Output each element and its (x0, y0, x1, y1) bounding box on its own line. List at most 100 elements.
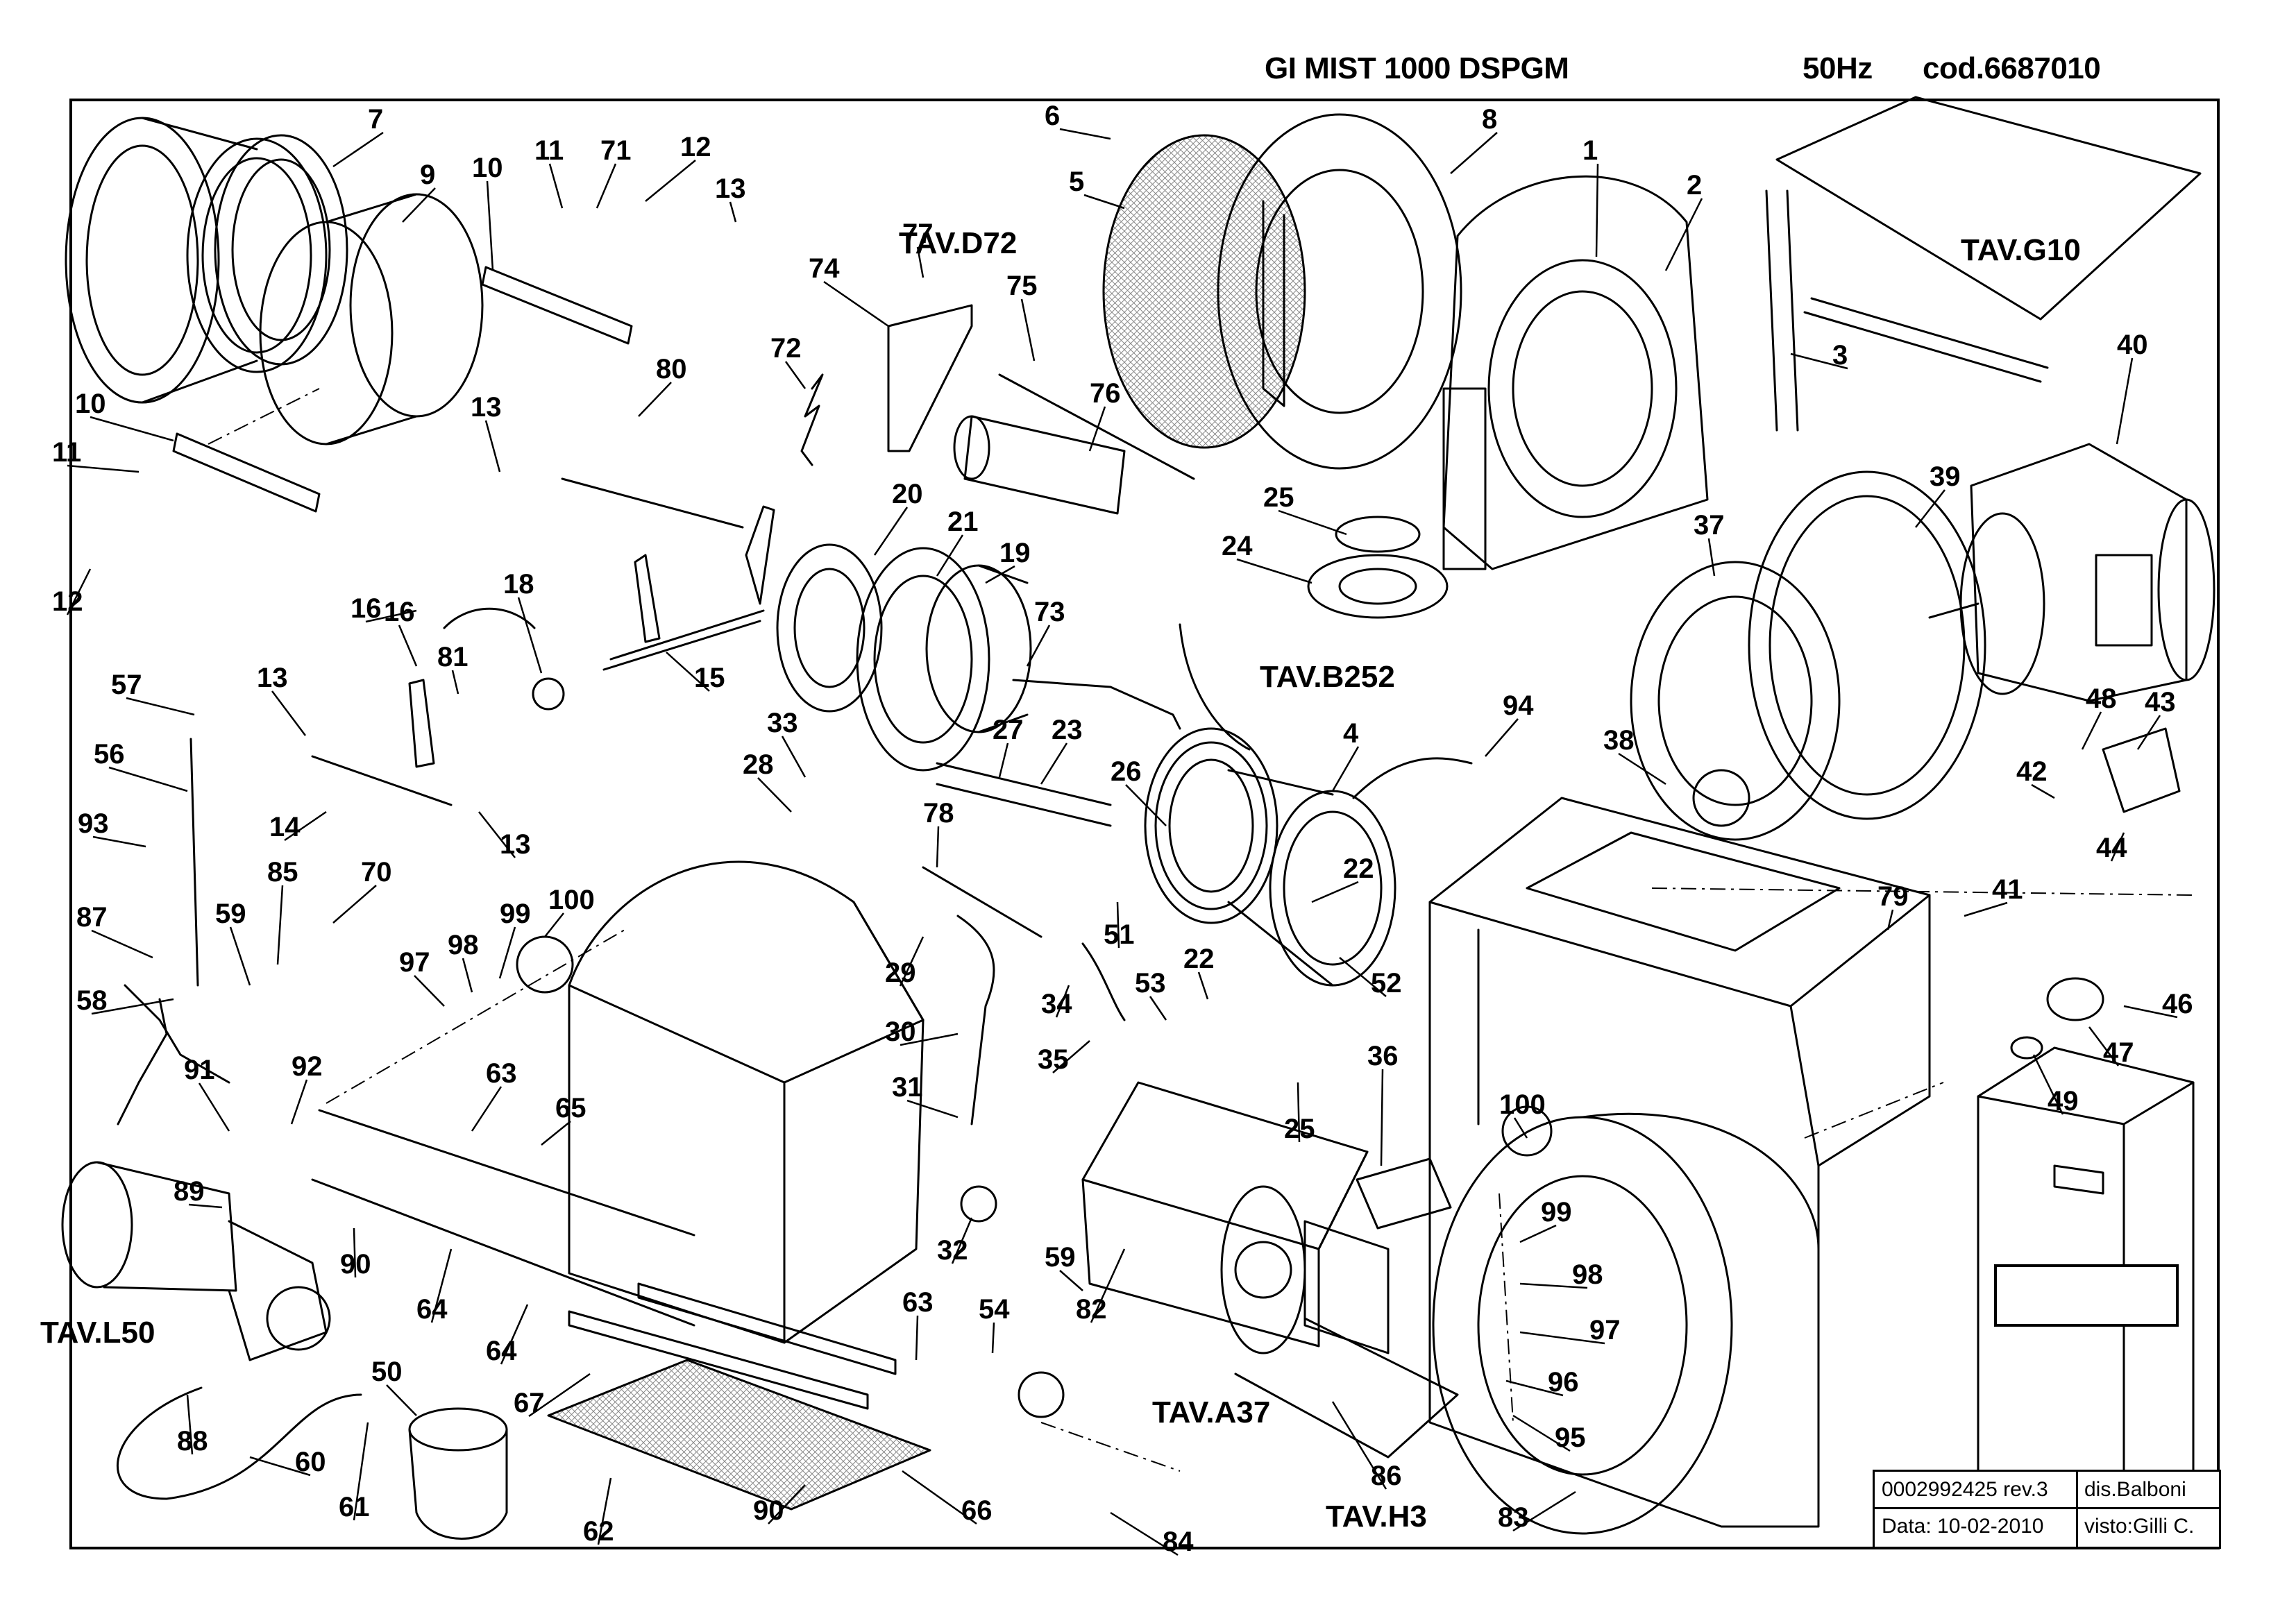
part-number-label: 43 (2145, 687, 2176, 717)
lever-part-16b (634, 554, 661, 643)
leader-line (1040, 742, 1068, 785)
disc-part-20 (776, 543, 883, 713)
rod-part-3 (1765, 189, 1799, 432)
leader-line (402, 187, 436, 223)
leader-line (2123, 1005, 2178, 1019)
leader-line (500, 1304, 529, 1365)
part-number-label: 63 (486, 1058, 517, 1089)
leader-line (91, 929, 153, 959)
main-housing (1428, 797, 1931, 1528)
leader-line (276, 885, 284, 965)
hose-part-76b (1179, 623, 1251, 751)
cover-hood (568, 860, 925, 1344)
part-number-label: 56 (94, 739, 125, 770)
leader-line (126, 697, 195, 716)
part-number-label: 30 (885, 1017, 916, 1047)
hose-part-35 (1081, 942, 1126, 1021)
leader-line (414, 975, 445, 1007)
part-number-label: 40 (2117, 330, 2148, 360)
product-code: cod.6687010 (1923, 51, 2101, 85)
rail-part-67 (568, 1310, 869, 1410)
pressure-gauge-part-100b (1501, 1105, 1553, 1157)
nozzle-line-part-75 (998, 373, 1195, 480)
leader-line (597, 1477, 612, 1545)
leader-line (1380, 1069, 1384, 1166)
gasket-part-5 (1102, 134, 1306, 449)
bracket-part-74 (887, 304, 973, 452)
pipe-part-30 (956, 915, 995, 1125)
part-number-label: 12 (52, 586, 83, 617)
leader-line (936, 534, 964, 577)
part-number-label: 35 (1038, 1044, 1069, 1075)
part-number-label: 9 (420, 160, 435, 190)
part-number-label: 66 (961, 1495, 993, 1526)
part-number-label: 67 (514, 1388, 545, 1418)
part-number-label: 59 (1045, 1242, 1076, 1273)
part-number-label: 13 (471, 392, 502, 423)
leader-line (666, 652, 710, 692)
leader-line (90, 416, 174, 442)
part-number-label: 63 (902, 1287, 934, 1318)
leader-line (2032, 1054, 2064, 1115)
leader-line (386, 1384, 417, 1416)
leader-line (729, 201, 737, 223)
part-number-label: 11 (52, 437, 81, 468)
part-number-label: 85 (267, 857, 298, 887)
flame-tube-part-4 (1154, 741, 1396, 987)
leader-line (2110, 832, 2125, 862)
part-number-label: 99 (1541, 1197, 1572, 1227)
sheet-frame (69, 99, 2220, 1549)
part-number-label: 41 (1992, 874, 2023, 905)
leader-line (284, 810, 327, 842)
part-number-label: 98 (1572, 1259, 1603, 1290)
leader-line (290, 1079, 308, 1125)
part-number-label: 89 (174, 1176, 205, 1207)
part-number-label: 48 (2086, 683, 2117, 714)
part-number-label: 77 (902, 219, 934, 249)
leader-line (915, 1315, 919, 1361)
part-number-label: 80 (656, 354, 687, 384)
part-number-label: 50 (371, 1357, 403, 1387)
leader-line (906, 1099, 959, 1119)
leader-line (2088, 1026, 2119, 1067)
gasket-part-25 (1335, 516, 1421, 553)
leader-line (91, 998, 174, 1015)
leader-line (781, 736, 807, 778)
leader-line (1519, 1224, 1557, 1243)
leader-line (66, 568, 92, 615)
leader-line (1026, 624, 1051, 667)
hub-part-38 (1692, 769, 1750, 827)
leader-line (398, 624, 418, 667)
cover-plate-part-g10 (1775, 96, 2202, 321)
leader-line (1110, 1511, 1179, 1556)
leader-line (1595, 163, 1599, 257)
part-number-label: 76 (1090, 378, 1121, 409)
leader-line (873, 507, 909, 556)
leader-line (1052, 1040, 1090, 1073)
leader-line (353, 1227, 357, 1278)
part-number-label: 71 (600, 135, 632, 166)
swirler-part-21 (856, 547, 990, 772)
part-number-label: 79 (1877, 881, 1909, 912)
leader-line (1707, 538, 1716, 577)
leader-line (249, 1456, 311, 1477)
part-number-label: 72 (770, 333, 802, 364)
leader-line (638, 382, 672, 417)
leader-line (1055, 985, 1070, 1018)
reference-label: TAV.A37 (1152, 1395, 1270, 1429)
reference-label: TAV.H3 (1326, 1499, 1427, 1533)
leader-line (1088, 406, 1106, 452)
part-number-label: 36 (1367, 1041, 1399, 1071)
leader-line (1618, 752, 1666, 785)
center-lines (208, 388, 2194, 1472)
leader-line (991, 1322, 995, 1354)
leader-line (900, 1033, 959, 1046)
volute-part-83 (1432, 1112, 1820, 1535)
leader-line (899, 936, 925, 987)
part-number-label: 14 (269, 812, 301, 842)
part-number-label: 1 (1582, 135, 1598, 166)
leader-line (1331, 746, 1360, 792)
hose-part-94 (1352, 757, 1473, 799)
